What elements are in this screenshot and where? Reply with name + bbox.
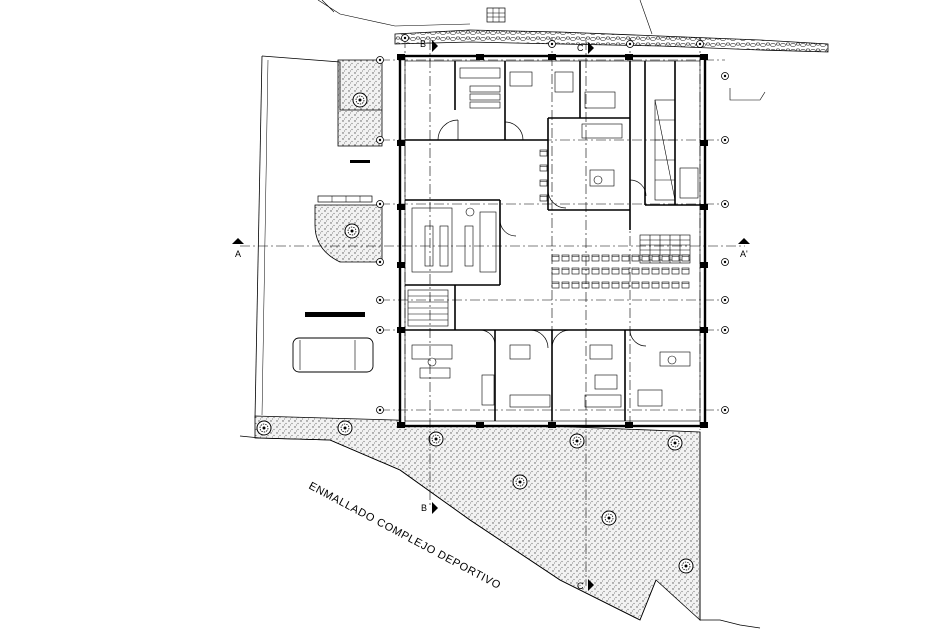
waiting-chair: [601, 267, 610, 275]
garden-benches: [317, 160, 373, 203]
section-a-right: A': [738, 238, 750, 259]
waiting-chair: [611, 281, 620, 289]
section-markers: A A' B B C C: [232, 39, 750, 591]
section-c-bottom-label: C: [577, 581, 584, 591]
grid-axes: [240, 38, 745, 585]
waiting-chair: [551, 254, 560, 262]
waiting-chair: [611, 267, 620, 275]
waiting-chair: [571, 267, 580, 275]
waiting-chair: [621, 254, 630, 262]
waiting-chair: [571, 281, 580, 289]
section-a-left-label: A: [235, 249, 241, 259]
waiting-chair: [661, 281, 670, 289]
waiting-chair: [671, 281, 680, 289]
waiting-chair: [641, 254, 650, 262]
top-stone-wall: [394, 29, 829, 53]
waiting-chair: [651, 267, 660, 275]
waiting-chair: [611, 254, 620, 262]
waiting-chair: [641, 281, 650, 289]
waiting-chair: [561, 267, 570, 275]
waiting-chair: [581, 267, 590, 275]
waiting-chair: [581, 254, 590, 262]
waiting-chair: [631, 267, 640, 275]
door-swings: [437, 119, 647, 349]
waiting-chair: [661, 267, 670, 275]
waiting-chair: [551, 267, 560, 275]
room-furniture: [411, 67, 699, 408]
waiting-chair: [591, 281, 600, 289]
waiting-chair: [551, 281, 560, 289]
site-landscape: [239, 0, 829, 629]
section-b-top: B: [420, 39, 438, 52]
section-c-top-label: C: [577, 43, 584, 53]
waiting-chair: [561, 281, 570, 289]
waiting-chair: [651, 281, 660, 289]
waiting-chair: [681, 281, 690, 289]
waiting-chair: [631, 254, 640, 262]
corridor-chair: [539, 194, 548, 202]
section-a-right-label: A': [740, 249, 748, 259]
waiting-chair: [601, 281, 610, 289]
staircase: [407, 99, 691, 327]
section-c-top: C: [577, 42, 594, 54]
waiting-chair: [681, 267, 690, 275]
waiting-chair: [561, 254, 570, 262]
section-b-bottom-label: B: [421, 503, 427, 513]
section-a-left: A: [232, 238, 244, 259]
waiting-chair: [671, 254, 680, 262]
north-access-path: [317, 0, 471, 27]
waiting-chair: [581, 281, 590, 289]
south-garden-area: [254, 415, 701, 621]
waiting-chair: [661, 254, 670, 262]
waiting-chair: [651, 254, 660, 262]
section-c-bottom: C: [577, 579, 594, 591]
waiting-chair: [631, 281, 640, 289]
west-property-line: [261, 55, 382, 111]
corridor-chair: [539, 149, 548, 157]
waiting-chair: [601, 254, 610, 262]
waiting-chair: [621, 267, 630, 275]
corridor-chair: [539, 164, 548, 172]
section-b-top-label: B: [420, 39, 426, 49]
waiting-chair: [641, 267, 650, 275]
waiting-chair: [571, 254, 580, 262]
corridor-chair: [539, 179, 548, 187]
waiting-chair: [681, 254, 690, 262]
waiting-chair: [591, 267, 600, 275]
waiting-chair: [621, 281, 630, 289]
waiting-chair: [671, 267, 680, 275]
waiting-chair: [591, 254, 600, 262]
section-b-bottom: B: [421, 502, 438, 514]
parking-vehicle: [292, 312, 374, 373]
